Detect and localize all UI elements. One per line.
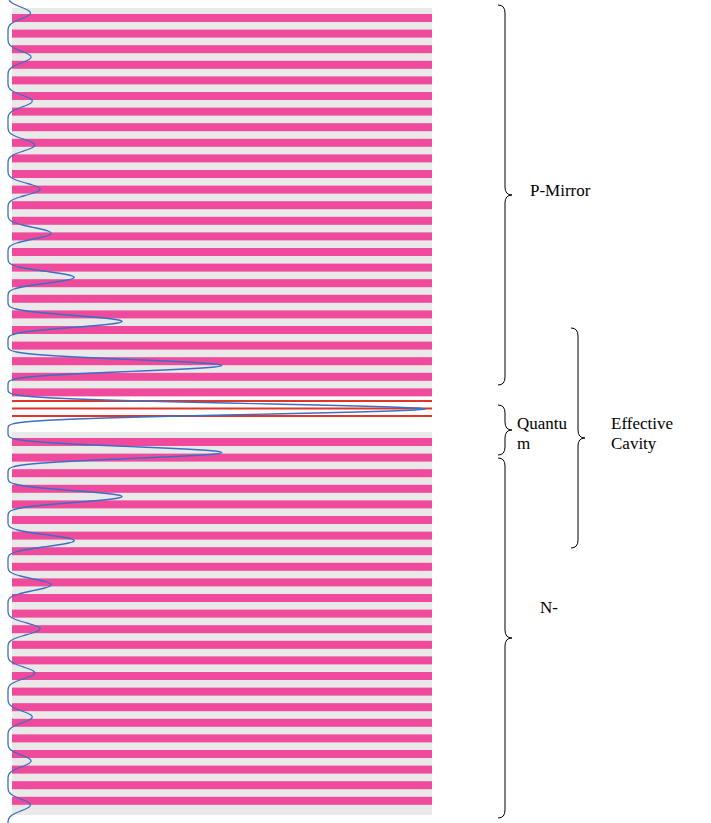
mirror-layer [12,45,432,53]
standing-wave [8,0,426,823]
mirror-ground [12,8,432,396]
mirror-layer [12,61,432,69]
part-label: Quantu m [517,414,571,454]
mirror-layer [12,766,432,774]
mirror-layer [12,201,432,209]
mirror-layer [12,563,432,571]
mirror-layer [12,578,432,586]
mirror-layer [12,469,432,477]
mirror-layer [12,703,432,711]
part-label: P-Mirror [530,181,620,201]
mirror-ground [12,432,432,815]
mirror-layer [12,672,432,680]
mirror-layer [12,217,432,225]
mirror-layer [12,500,432,508]
mirror-layer [12,719,432,727]
mirror-layer [12,248,432,256]
mirror-layer [12,388,432,396]
mirror-layer [12,295,432,303]
standing-wave-curve [8,0,426,823]
mirror-layer [12,108,432,116]
mirror-layer [12,547,432,555]
mirror-layer [12,516,432,524]
mirror-layer [12,30,432,38]
mirror-layer [12,92,432,100]
mirror-layer [12,438,432,446]
quantum-well [12,408,432,410]
mirror-layer [12,610,432,618]
mirror-layer [12,532,432,540]
mirror-layer [12,641,432,649]
curly-brace [571,328,585,548]
mirror-layer [12,310,432,318]
quantum-well [12,400,432,402]
mirror-layer [12,734,432,742]
curly-brace [498,5,512,385]
mirror-layer [12,264,432,272]
mirror-layer [12,656,432,664]
mirror-layer [12,781,432,789]
mirror-layer [12,170,432,178]
mirror-layer [12,76,432,84]
mirror-layer [12,688,432,696]
mirror-layer [12,279,432,287]
mirror-layer [12,342,432,350]
braces [498,5,585,818]
mirror-layer [12,625,432,633]
mirror-layer [12,14,432,22]
mirror-layer [12,594,432,602]
mirror-layer [12,232,432,240]
mirror-layer [12,123,432,131]
mirror-layer [12,186,432,194]
part-label: Effective Cavity [611,414,691,454]
mirror-layer [12,485,432,493]
mirror-layer [12,357,432,365]
mirror-layer [12,797,432,805]
mirror-layer [12,139,432,147]
curly-brace [498,405,512,455]
part-label: N- [540,598,580,618]
mirror-layer [12,750,432,758]
mirror-layer [12,154,432,162]
curly-brace [498,458,512,818]
